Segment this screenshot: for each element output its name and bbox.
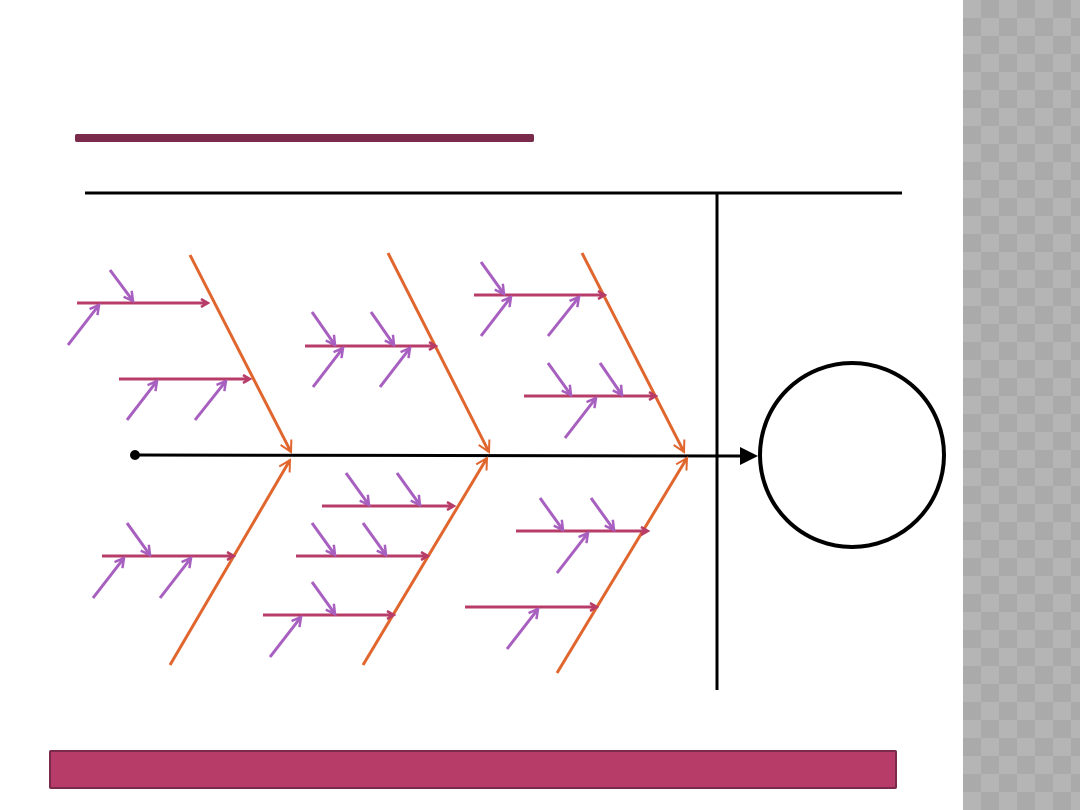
spine-arrowhead	[740, 447, 758, 465]
spine	[134, 453, 746, 458]
minor-cause-arrow	[505, 609, 538, 650]
main-cause-bone	[168, 460, 292, 666]
minor-cause-arrow	[311, 348, 343, 388]
minor-cause-arrow	[344, 472, 369, 505]
footer-bar	[49, 750, 897, 789]
minor-cause-arrow	[125, 522, 150, 555]
minor-cause-arrow	[91, 558, 124, 599]
decorative-side-panel	[963, 0, 1080, 810]
title-underline-bar	[75, 134, 534, 142]
minor-cause-arrow	[546, 297, 579, 337]
minor-cause-arrow	[395, 472, 420, 505]
minor-cause-arrow	[193, 381, 226, 421]
minor-cause-arrow	[310, 311, 335, 345]
minor-cause-arrow	[479, 297, 511, 337]
minor-cause-arrow	[108, 269, 133, 301]
main-cause-bone	[555, 458, 689, 674]
minor-cause-arrow	[158, 558, 191, 599]
effect-circle	[758, 361, 946, 549]
minor-cause-arrow	[310, 522, 335, 555]
minor-cause-arrow	[479, 261, 504, 294]
minor-cause-arrow	[378, 348, 410, 388]
minor-cause-arrow	[310, 581, 335, 614]
minor-cause-arrow	[589, 497, 614, 530]
main-cause-bone	[580, 252, 686, 452]
main-cause-bone	[361, 458, 489, 666]
minor-cause-arrow	[268, 617, 301, 658]
minor-cause-arrow	[555, 533, 588, 574]
minor-cause-arrow	[369, 311, 394, 345]
minor-cause-arrow	[563, 398, 596, 439]
minor-cause-arrow	[361, 522, 386, 555]
main-cause-bone	[188, 254, 293, 452]
minor-cause-arrow	[125, 381, 157, 421]
minor-cause-arrow	[546, 362, 571, 395]
main-cause-bone	[386, 252, 489, 452]
minor-cause-arrow	[538, 497, 563, 530]
minor-cause-arrow	[66, 305, 99, 346]
minor-cause-arrow	[598, 362, 622, 395]
